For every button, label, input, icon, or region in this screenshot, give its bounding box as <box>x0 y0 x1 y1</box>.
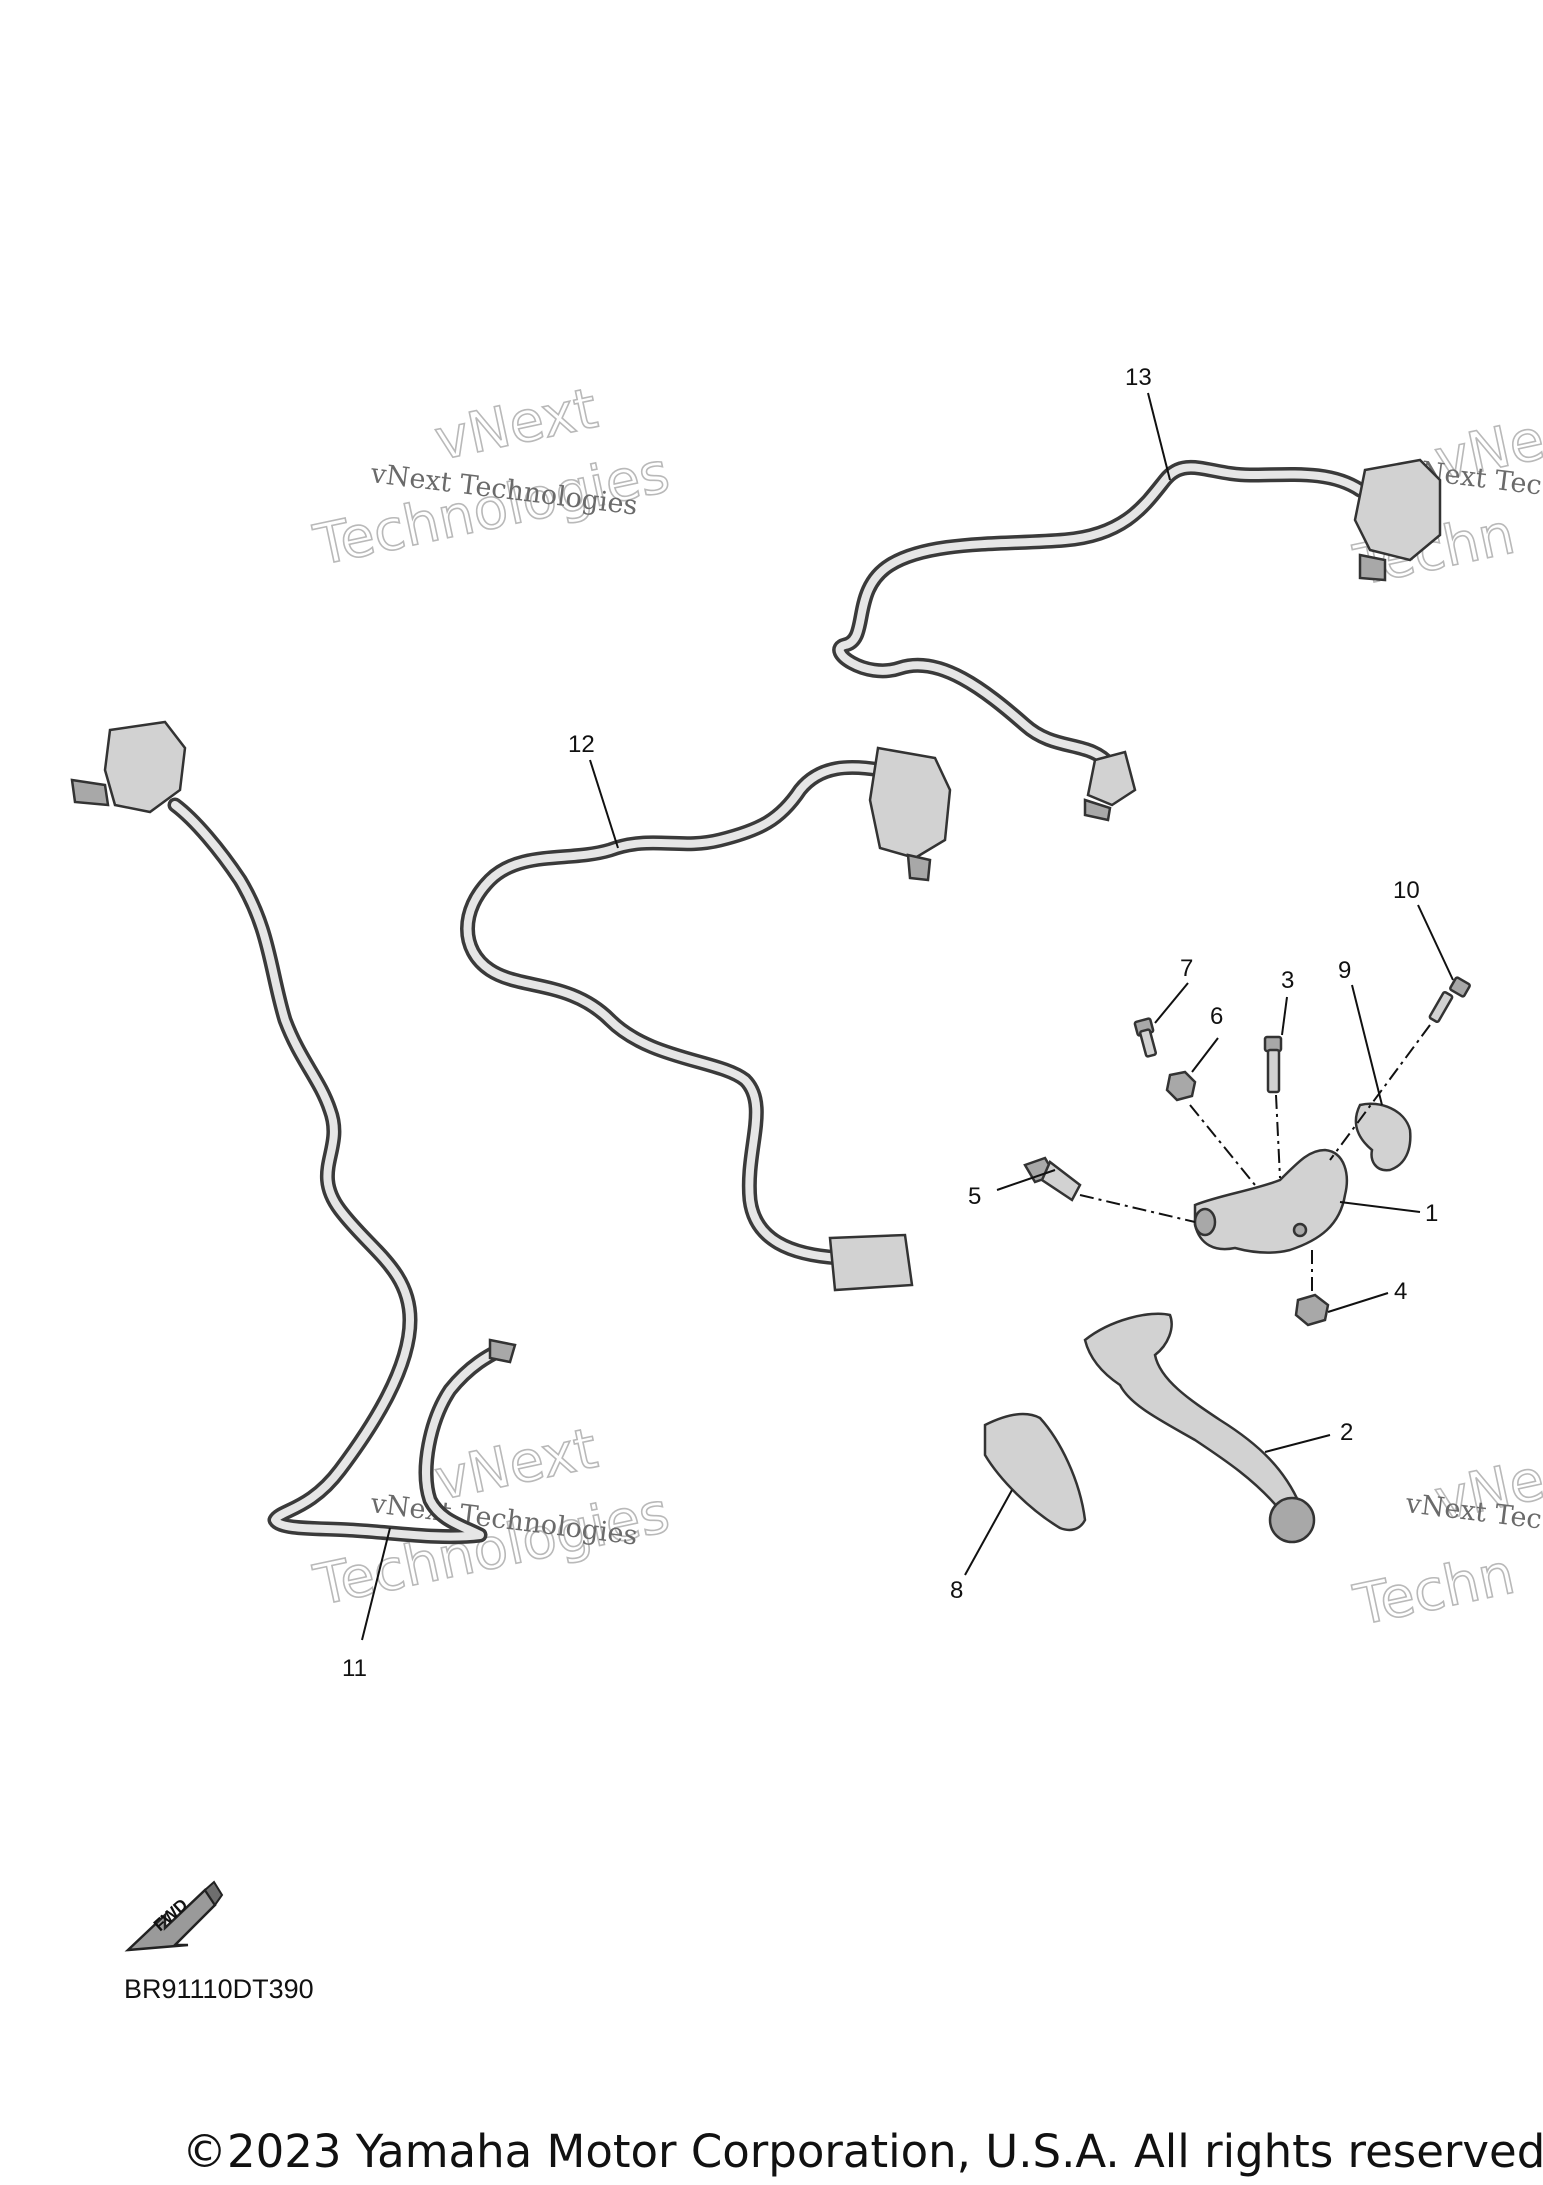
part-13-switch-harness <box>832 458 1442 822</box>
part-5-pivot-bolt <box>1023 1156 1082 1202</box>
part-8-cover <box>983 1412 1087 1532</box>
part-1-lever-holder <box>1193 1148 1349 1254</box>
callout-1: 1 <box>1425 1200 1438 1227</box>
callout-8: 8 <box>950 1577 963 1604</box>
part-11-switch-harness <box>70 720 517 1545</box>
assembly-lines <box>1079 1024 1431 1295</box>
callout-12: 12 <box>568 731 595 758</box>
copyright-notice: ©2023 Yamaha Motor Corporation, U.S.A. A… <box>182 2125 1543 2178</box>
callout-10: 10 <box>1393 877 1420 904</box>
watermark-big-bottom: Techn <box>1348 1542 1520 1639</box>
callout-5: 5 <box>968 1183 981 1210</box>
callout-9: 9 <box>1338 957 1351 984</box>
fwd-arrow-icon: FWD <box>124 1880 224 1952</box>
diagram-code: BR91110DT390 <box>124 1974 314 2004</box>
part-9-clamp <box>1354 1102 1412 1172</box>
callout-7: 7 <box>1180 955 1193 982</box>
watermark-bottom-right: vNe Techn vNext Tec <box>1348 1447 1543 1640</box>
part-10-bolt <box>1428 976 1471 1024</box>
part-12-switch-harness <box>460 746 952 1292</box>
part-2-lever <box>1083 1312 1316 1544</box>
watermark-top-left: vNext Technologies vNext Technologies <box>308 375 676 579</box>
callout-4: 4 <box>1394 1278 1407 1305</box>
part-4-nut <box>1294 1293 1330 1327</box>
callout-2: 2 <box>1340 1419 1353 1446</box>
callout-3: 3 <box>1281 967 1294 994</box>
callout-13: 13 <box>1125 364 1152 391</box>
part-6-nut <box>1165 1070 1197 1102</box>
callout-6: 6 <box>1210 1003 1223 1030</box>
callout-11: 11 <box>342 1655 367 1682</box>
part-3-bolt <box>1263 1035 1283 1094</box>
part-7-bolt <box>1133 1017 1157 1058</box>
callout-numbers: 1 2 3 4 5 6 7 8 9 10 11 12 13 <box>342 364 1438 1682</box>
leader-lines <box>361 392 1454 1641</box>
